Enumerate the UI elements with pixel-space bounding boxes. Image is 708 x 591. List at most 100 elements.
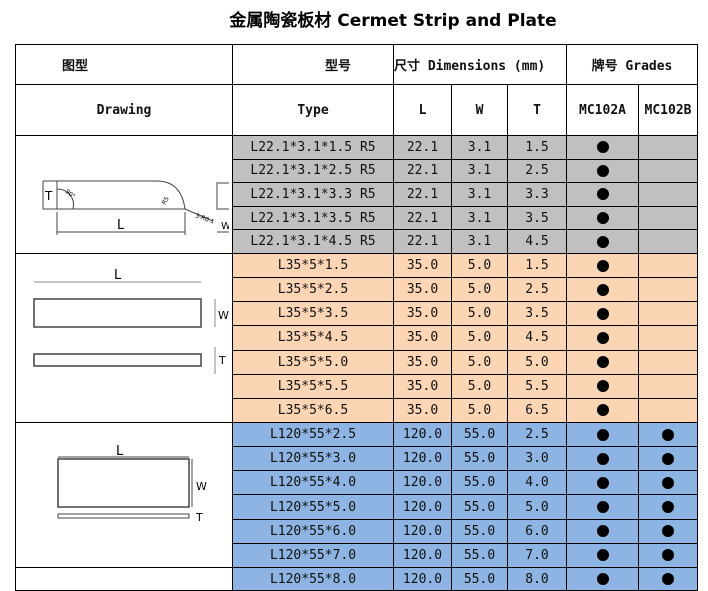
thickness-cell: 3.0 (507, 446, 567, 472)
width-cell: 5.0 (451, 325, 508, 351)
type-cell: L22.1*3.1*3.5 R5 (232, 205, 394, 231)
header-l: L (393, 84, 452, 136)
width-cell: 55.0 (451, 446, 508, 472)
length-cell: 35.0 (393, 373, 452, 399)
availability-dot-icon (596, 307, 609, 320)
availability-dot-icon (596, 164, 609, 177)
length-cell: 35.0 (393, 301, 452, 327)
length-cell: 120.0 (393, 566, 452, 591)
thickness-cell: 2.5 (507, 277, 567, 303)
length-cell: 120.0 (393, 470, 452, 496)
thickness-cell: 6.0 (507, 518, 567, 544)
grade-a-cell (566, 542, 639, 568)
type-cell: L35*5*5.0 (232, 349, 394, 375)
type-cell: L22.1*3.1*1.5 R5 (232, 135, 394, 160)
header-grades: 牌号 Grades (566, 44, 698, 85)
availability-dot-icon (596, 573, 609, 586)
empty-cell (15, 566, 233, 591)
header-t: T (507, 84, 567, 136)
drawing-l-label: L (117, 218, 125, 233)
width-cell: 5.0 (451, 373, 508, 399)
type-cell: L120*55*8.0 (232, 566, 394, 591)
grade-a-cell (566, 229, 639, 254)
drawing-t-label: T (195, 511, 203, 524)
length-cell: 120.0 (393, 421, 452, 448)
availability-dot-icon (662, 428, 674, 441)
width-cell: 5.0 (451, 397, 508, 423)
thickness-cell: 5.0 (507, 494, 567, 520)
length-cell: 120.0 (393, 446, 452, 472)
availability-dot-icon (662, 573, 674, 586)
width-cell: 55.0 (451, 566, 508, 591)
table-row: T L 90° R5 3-R0.1 W L22.1*3.1*1.5 R522.1… (15, 135, 698, 254)
grade-b-cell (638, 421, 698, 448)
length-cell: 22.1 (393, 229, 452, 254)
availability-dot-icon (596, 549, 609, 562)
grade-b-cell (638, 397, 698, 423)
header-shape: 图型 (15, 44, 233, 85)
length-cell: 22.1 (393, 182, 452, 207)
length-cell: 22.1 (393, 135, 452, 160)
drawing-cell: L W T (15, 252, 233, 423)
grade-a-cell (566, 470, 639, 496)
rounded-strip-drawing: T L 90° R5 3-R0.1 W (42, 180, 232, 236)
type-cell: L22.1*3.1*2.5 R5 (232, 158, 394, 184)
grade-b-cell (638, 542, 698, 568)
grade-b-cell (638, 158, 698, 184)
length-cell: 35.0 (393, 252, 452, 279)
grade-a-cell (566, 205, 639, 231)
drawing-angle-label: 90° (64, 189, 77, 201)
width-cell: 55.0 (451, 494, 508, 520)
grade-a-cell (566, 252, 639, 279)
drawing-t-label: T (44, 189, 53, 203)
availability-dot-icon (596, 356, 609, 369)
header-grade-a: MC102A (566, 84, 639, 136)
length-cell: 35.0 (393, 325, 452, 351)
thickness-cell: 7.0 (507, 542, 567, 568)
length-cell: 22.1 (393, 158, 452, 184)
type-cell: L120*55*2.5 (232, 421, 394, 448)
availability-dot-icon (662, 476, 674, 489)
length-cell: 120.0 (393, 518, 452, 544)
type-cell: L35*5*1.5 (232, 252, 394, 279)
thickness-cell: 8.0 (507, 566, 567, 591)
drawing-l-label: L (114, 268, 122, 283)
width-cell: 3.1 (451, 205, 508, 231)
type-cell: L120*55*7.0 (232, 542, 394, 568)
availability-dot-icon (662, 501, 674, 514)
availability-dot-icon (596, 525, 609, 538)
grade-a-cell (566, 158, 639, 184)
grade-b-cell (638, 205, 698, 231)
thickness-cell: 6.5 (507, 397, 567, 423)
availability-dot-icon (596, 428, 609, 441)
type-cell: L35*5*5.5 (232, 373, 394, 399)
availability-dot-icon (662, 549, 674, 562)
length-cell: 35.0 (393, 277, 452, 303)
drawing-cell: T L 90° R5 3-R0.1 W (15, 135, 233, 254)
grade-a-cell (566, 421, 639, 448)
grade-a-cell (566, 182, 639, 207)
thickness-cell: 3.3 (507, 182, 567, 207)
grade-b-cell (638, 494, 698, 520)
grade-a-cell (566, 349, 639, 375)
grade-b-cell (638, 325, 698, 351)
availability-dot-icon (596, 212, 609, 225)
drawing-t-label: T (218, 354, 226, 367)
grade-a-cell (566, 397, 639, 423)
header-grade-b: MC102B (638, 84, 698, 136)
grade-a-cell (566, 446, 639, 472)
grade-b-cell (638, 229, 698, 254)
type-cell: L120*55*5.0 (232, 494, 394, 520)
product-table: 图型 型号 尺寸 Dimensions (mm) 牌号 Grades Drawi… (15, 44, 698, 591)
